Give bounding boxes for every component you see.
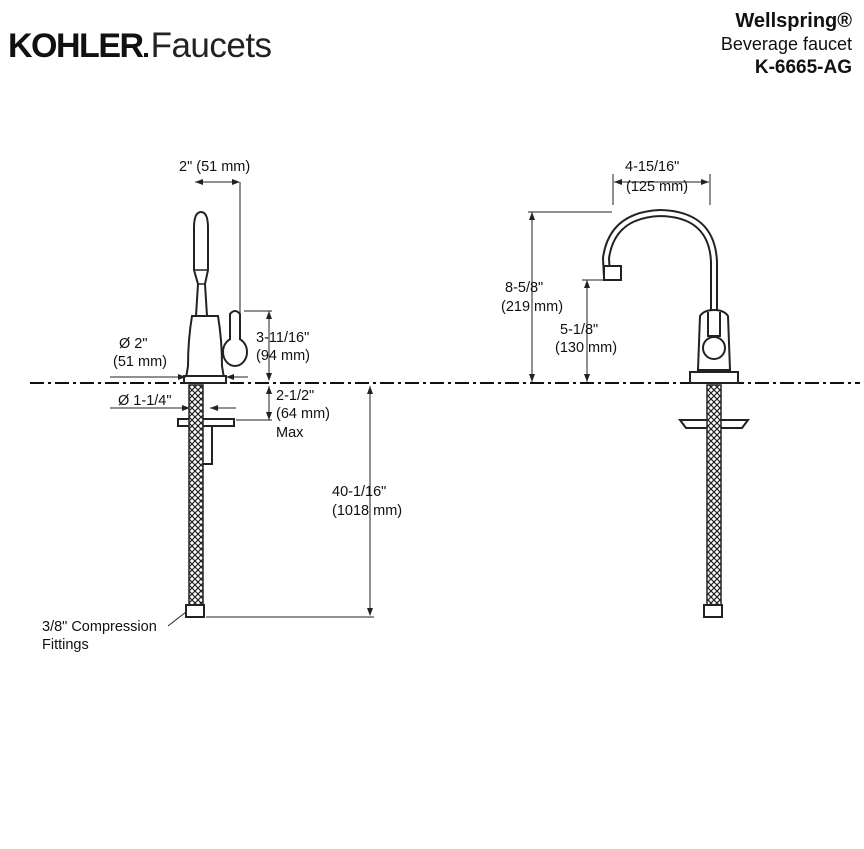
supply-hose-front xyxy=(706,384,722,608)
label-deck-a: 2-1/2" xyxy=(276,388,314,404)
label-base-dia-b: (51 mm) xyxy=(113,354,167,370)
label-reach-a: 4-15/16" xyxy=(625,159,679,175)
model-number: K-6665-AG xyxy=(754,57,852,78)
brand-name: KOHLER xyxy=(8,27,144,65)
product-name: Wellspring® xyxy=(735,10,852,32)
label-fitting-a: 3/8" Compression xyxy=(42,619,157,635)
label-deck-c: Max xyxy=(276,425,304,441)
label-deck-b: (64 mm) xyxy=(276,406,330,422)
label-handle-height-b: (94 mm) xyxy=(256,348,310,364)
label-height-a: 8-5/8" xyxy=(505,280,543,296)
label-base-dia-a: Ø 2" xyxy=(119,336,148,352)
label-height-b: (219 mm) xyxy=(501,299,563,315)
product-description: Beverage faucet xyxy=(720,34,852,54)
faucet-front-view xyxy=(601,208,750,429)
brand-dot xyxy=(143,53,148,57)
label-shank-dia: Ø 1-1/4" xyxy=(118,393,172,409)
label-supply-length-a: 40-1/16" xyxy=(332,484,386,500)
label-reach-b: (125 mm) xyxy=(626,179,688,195)
label-supply-length-b: (1018 mm) xyxy=(332,503,402,519)
label-fitting-b: Fittings xyxy=(42,637,89,653)
product-header: Wellspring® Beverage faucet K-6665-AG xyxy=(721,10,852,79)
supply-hose-side xyxy=(188,384,204,608)
brand-sub: Faucets xyxy=(150,26,273,65)
label-outlet-b: (130 mm) xyxy=(555,340,617,356)
label-spout-reach-side: 2" (51 mm) xyxy=(179,159,250,175)
compression-fitting-front xyxy=(703,604,723,618)
label-outlet-a: 5-1/8" xyxy=(560,322,598,338)
compression-fitting-side xyxy=(185,604,205,618)
label-handle-height-a: 3-11/16" xyxy=(256,330,309,346)
